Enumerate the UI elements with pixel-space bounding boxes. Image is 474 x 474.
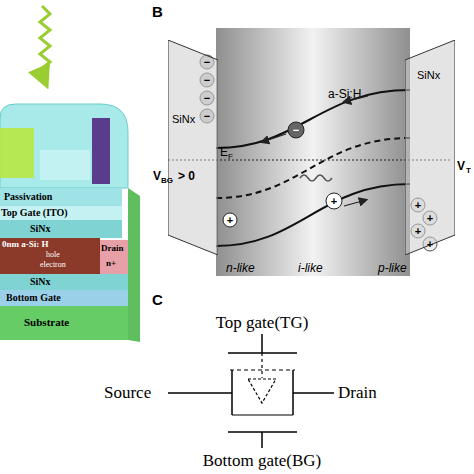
top-gate-layer: Top Gate (ITO) — [0, 206, 122, 220]
charge-sign: − — [204, 57, 210, 68]
insulator-layer: SiNx — [0, 220, 122, 238]
panel-letter: C — [152, 292, 163, 307]
voltage-subscript: T — [466, 167, 471, 175]
channel-line — [230, 369, 295, 370]
drain-lead — [293, 392, 334, 394]
voltage-subscript: BG — [161, 177, 173, 185]
charge-sign: − — [204, 93, 210, 104]
layer-label: Passivation — [4, 192, 52, 202]
charge-sign: − — [204, 75, 210, 86]
gate-line — [92, 118, 110, 184]
charge-sign: + — [331, 196, 337, 207]
region-label: p-like — [378, 262, 407, 274]
charge-sign: − — [293, 125, 299, 136]
drain-contact — [292, 370, 294, 415]
energy-symbol: E — [220, 146, 228, 158]
electron-circle — [288, 122, 304, 138]
plate-outline — [168, 40, 218, 255]
charge-sign: + — [427, 213, 433, 224]
voltage-symbol: V — [153, 170, 161, 182]
layer-label: electron — [40, 261, 66, 269]
charge-sign: − — [204, 111, 210, 122]
channel-line — [232, 414, 293, 415]
energy-subscript: F — [228, 153, 233, 161]
region-label: n-like — [226, 262, 255, 274]
layer-label: Substrate — [24, 317, 69, 328]
region-label: i-like — [298, 262, 323, 274]
diode-triangle — [248, 379, 276, 403]
insulator-layer: SiNx — [0, 274, 128, 290]
charge-sign: + — [415, 200, 421, 211]
channel-line — [261, 353, 262, 378]
contact-pad — [0, 128, 34, 178]
substrate-layer: Substrate — [0, 306, 128, 340]
layer-label: hole — [46, 251, 60, 259]
bottom-gate-layer: Bottom Gate — [0, 290, 128, 306]
terminal-name: Drain — [338, 384, 377, 401]
layer-label: SiNx — [417, 70, 440, 81]
layer-label: Drain — [101, 244, 124, 253]
layer-label: Bottom Gate — [6, 293, 61, 303]
source-contact — [231, 370, 233, 415]
charge-sign: + — [227, 215, 233, 226]
layer-label: n+ — [106, 259, 116, 268]
bottom-gate-lead — [261, 432, 263, 448]
terminal-name: Bottom gate(BG) — [203, 452, 322, 469]
voltage-symbol: V — [457, 160, 465, 172]
passivation-shell — [0, 104, 128, 188]
layer-label: SiNx — [30, 224, 51, 234]
top-gate-lead — [261, 334, 263, 353]
ito-window — [40, 150, 90, 180]
source-lead — [168, 392, 232, 394]
voltage-condition: > 0 — [178, 170, 195, 182]
hole-circle — [326, 193, 342, 209]
layer-label: SiNx — [30, 277, 51, 287]
drain-contact-layer: Drain n+ — [100, 240, 128, 274]
channel-layer: 0nm a-Si: H hole electron — [0, 238, 100, 274]
block-side — [128, 188, 140, 342]
layer-label: SiNx — [172, 114, 195, 125]
panel-letter: B — [152, 4, 163, 19]
semiconductor-region: a-Si:H — [216, 28, 410, 276]
plate-shape — [168, 40, 218, 255]
charge-sign: + — [415, 226, 421, 237]
layer-label: Top Gate (ITO) — [1, 208, 68, 218]
insulator-plate: SiNx — [168, 40, 218, 255]
passivation-layer: Passivation — [0, 188, 122, 206]
charge-sign: + — [427, 239, 433, 250]
terminal-name: Source — [104, 384, 151, 401]
terminal-name: Top gate(TG) — [216, 314, 309, 331]
layer-label: 0nm a-Si: H — [2, 240, 49, 249]
light-photon — [40, 6, 50, 84]
plate-shape — [405, 40, 455, 255]
hole-circle — [223, 213, 237, 227]
